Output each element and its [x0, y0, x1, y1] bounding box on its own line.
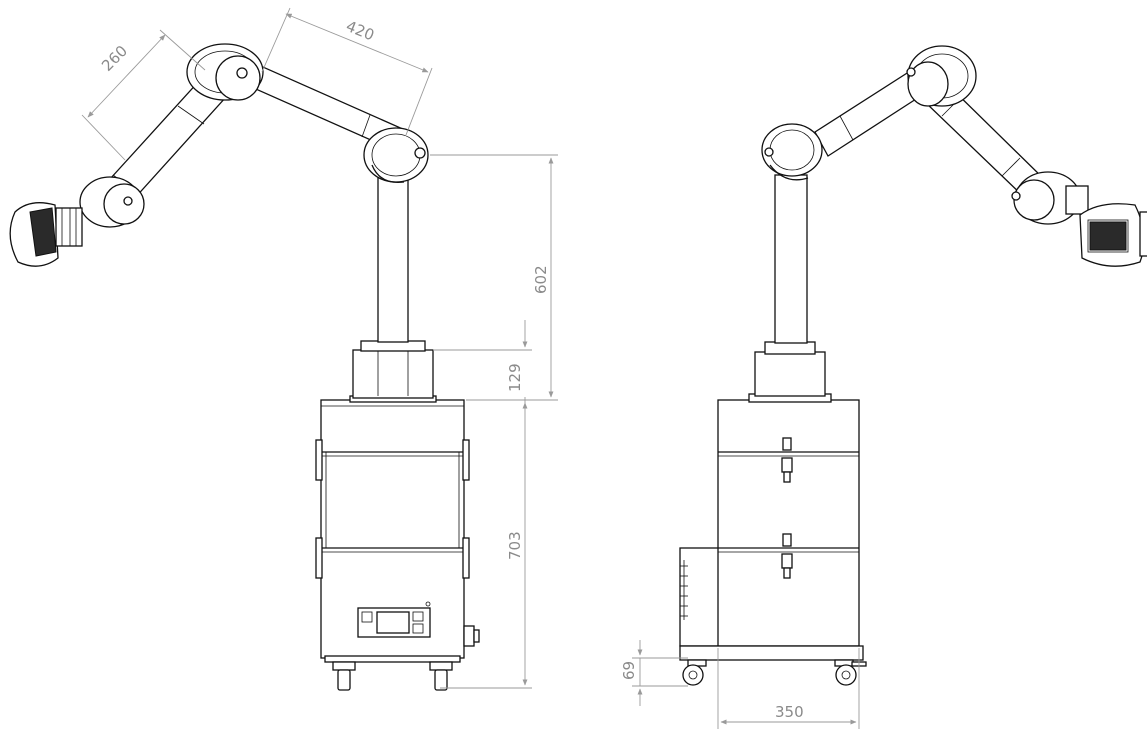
front-hood [349, 340, 437, 403]
dimension-69-label: 69 [620, 661, 638, 680]
dimension-703: 703 [440, 402, 532, 689]
side-wrist-joint [1011, 171, 1089, 225]
side-latch-lower [781, 533, 793, 579]
dimension-420-label: 420 [344, 17, 377, 44]
side-duct [679, 547, 721, 647]
side-view [679, 45, 1147, 686]
side-caster-left [682, 659, 707, 686]
front-elbow-joint [186, 43, 264, 101]
front-column [372, 169, 414, 343]
dimension-350-label: 350 [775, 703, 804, 721]
front-caster-right [429, 661, 453, 691]
dimension-703-label: 703 [506, 531, 524, 560]
front-extraction-hood [9, 202, 83, 267]
side-caster-right [834, 659, 867, 686]
dimension-260-label: 260 [98, 42, 131, 75]
side-extraction-hood [1079, 203, 1147, 267]
dimension-350: 350 [717, 648, 860, 729]
side-latch-upper [781, 437, 793, 483]
front-cabinet [315, 399, 480, 691]
side-shoulder-joint [761, 123, 823, 181]
dimension-602: 602 [430, 154, 558, 401]
side-column [774, 174, 808, 344]
front-shoulder-joint [363, 127, 429, 184]
front-wrist-joint [79, 176, 145, 228]
front-caster-left [332, 661, 356, 691]
side-cabinet [679, 399, 867, 686]
dimension-69: 69 [620, 640, 688, 706]
dimension-129-label: 129 [506, 363, 524, 392]
side-hood [748, 341, 832, 403]
dimension-602-label: 602 [532, 265, 550, 294]
dimension-129: 129 [433, 320, 532, 405]
side-elbow-joint [906, 45, 977, 107]
dimension-420: 420 [261, 7, 433, 136]
front-view [9, 43, 480, 691]
